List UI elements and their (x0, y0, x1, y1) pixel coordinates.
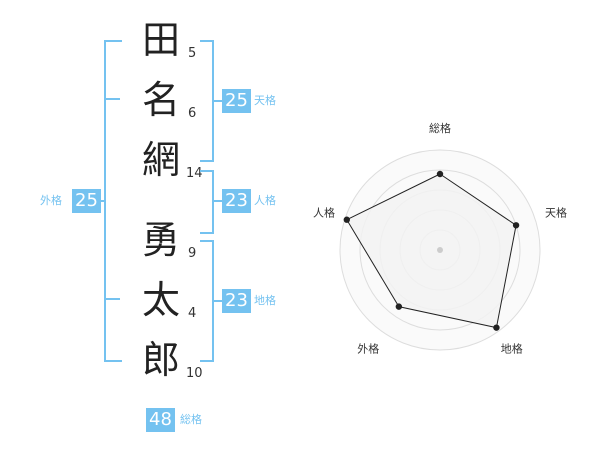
jinkaku-bracket (200, 170, 214, 234)
stroke-count-5: 4 (188, 306, 197, 321)
chikaku-label: 地格 (254, 294, 276, 307)
gaikaku-label: 外格 (40, 194, 62, 207)
name-char-4: 勇 (141, 218, 180, 262)
tenkaku-label: 天格 (254, 94, 276, 107)
radar-center (437, 247, 443, 253)
bracket-tick (214, 200, 222, 202)
tenkaku-score: 25 (222, 89, 251, 113)
stroke-count-2: 6 (188, 106, 197, 121)
radar-point-2 (512, 222, 520, 229)
jinkaku-score: 23 (222, 189, 251, 213)
gaikaku-bracket (104, 40, 122, 362)
name-char-2: 名 (141, 78, 180, 122)
radar-data-polygon (346, 173, 517, 329)
radar-point-5 (343, 216, 350, 223)
bracket-tick (104, 298, 120, 300)
chikaku-bracket (200, 240, 214, 362)
stroke-count-6: 10 (186, 366, 203, 381)
radar-axis-label: 天格 (545, 205, 567, 219)
radar-axis-label: 人格 (313, 205, 335, 219)
stroke-count-1: 5 (188, 46, 197, 61)
radar-ring (359, 169, 521, 331)
radar-point-3 (493, 324, 500, 331)
radar-axis-label: 総格 (429, 121, 451, 135)
bracket-tick (214, 100, 222, 102)
radar-axis-label: 地格 (501, 342, 523, 356)
radar-axis-label: 外格 (357, 342, 379, 356)
jinkaku-label: 人格 (254, 194, 276, 207)
tenkaku-bracket (200, 40, 214, 162)
chikaku-score: 23 (222, 289, 251, 313)
name-char-6: 郎 (141, 338, 180, 382)
stroke-count-4: 9 (188, 246, 197, 261)
soukaku-label: 総格 (180, 413, 202, 426)
radar-point-4 (395, 303, 403, 310)
bracket-tick (214, 300, 222, 302)
gaikaku-score: 25 (72, 189, 101, 213)
stroke-count-3: 14 (186, 166, 203, 181)
name-char-3: 網 (141, 138, 180, 182)
bracket-tick (104, 98, 120, 100)
name-char-5: 太 (141, 278, 180, 322)
name-char-1: 田 (141, 18, 180, 62)
soukaku-score: 48 (146, 408, 175, 432)
radar-point-1 (436, 170, 444, 178)
